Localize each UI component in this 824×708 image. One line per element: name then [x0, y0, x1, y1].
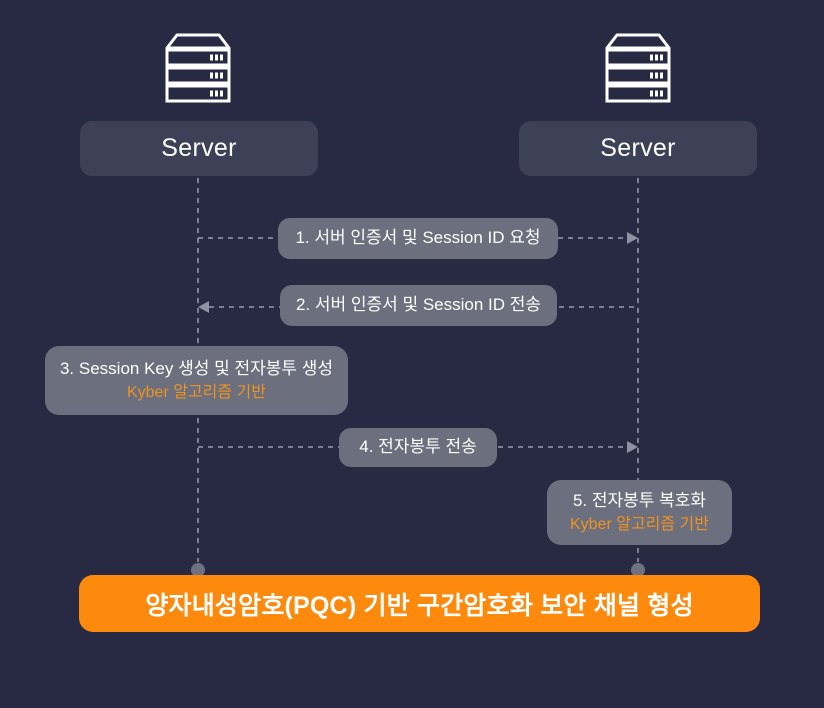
- lifeline-endpoint-dot: [631, 563, 645, 577]
- message-label: 4. 전자봉투 전송: [359, 437, 477, 457]
- message-sublabel-kyber: Kyber 알고리즘 기반: [569, 516, 709, 534]
- message-label: 1. 서버 인증서 및 Session ID 요청: [295, 228, 541, 248]
- message-label: 3. Session Key 생성 및 전자봉투 생성: [59, 358, 334, 378]
- message-label: 5. 전자봉투 복호화: [572, 490, 707, 510]
- lifeline-endpoint-dot: [191, 563, 205, 577]
- lifeline-right: [637, 178, 639, 562]
- pqc-secure-channel-banner: 양자내성암호(PQC) 기반 구간암호화 보안 채널 형성: [79, 575, 760, 632]
- banner-label: 양자내성암호(PQC) 기반 구간암호화 보안 채널 형성: [145, 591, 694, 620]
- server-icon: [605, 33, 671, 103]
- actor-label: Server: [161, 134, 237, 162]
- message-1-cert-session-request: 1. 서버 인증서 및 Session ID 요청: [278, 218, 558, 259]
- message-sublabel-kyber: Kyber 알고리즘 기반: [126, 384, 266, 402]
- server-icon: [165, 33, 231, 103]
- message-5-envelope-decrypt: 5. 전자봉투 복호화 Kyber 알고리즘 기반: [547, 480, 732, 545]
- actor-label: Server: [600, 134, 676, 162]
- arrow-right-icon: [627, 232, 638, 244]
- message-2-cert-session-send: 2. 서버 인증서 및 Session ID 전송: [280, 285, 557, 326]
- actor-server-left: Server: [80, 121, 318, 176]
- message-4-envelope-send: 4. 전자봉투 전송: [339, 428, 497, 467]
- arrow-right-icon: [627, 441, 638, 453]
- arrow-left-icon: [198, 301, 209, 313]
- message-label: 2. 서버 인증서 및 Session ID 전송: [295, 295, 542, 315]
- actor-server-right: Server: [519, 121, 757, 176]
- message-3-session-key-envelope: 3. Session Key 생성 및 전자봉투 생성 Kyber 알고리즘 기…: [45, 346, 348, 415]
